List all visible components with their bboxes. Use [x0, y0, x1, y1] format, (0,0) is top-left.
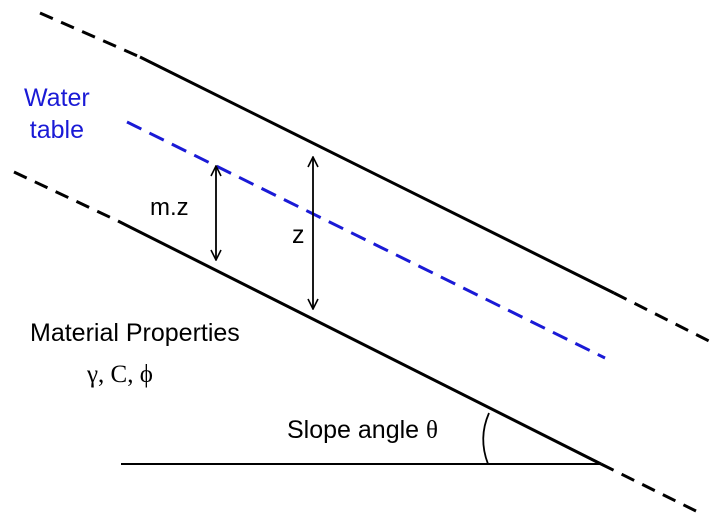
- lower-surface-dashed-right: [600, 462, 701, 515]
- lower-surface-dashed-left: [13, 170, 119, 223]
- slope-angle-text: Slope angle: [287, 416, 420, 444]
- water-table-label: Water table: [24, 82, 90, 146]
- z-label: z: [292, 221, 305, 249]
- upper-surface-dashed-left: [39, 11, 141, 59]
- upper-surface-line: [139, 55, 615, 295]
- water-table-label-line2: table: [29, 116, 84, 144]
- water-table-line: [126, 120, 606, 360]
- lower-surface-line: [117, 219, 602, 466]
- slope-angle-label: Slope angle θ: [287, 416, 438, 444]
- upper-surface-dashed-right: [613, 291, 711, 344]
- material-properties-label: Material Properties: [30, 319, 240, 347]
- slope-angle-arc: [482, 412, 490, 465]
- water-table-label-line1: Water: [24, 84, 90, 112]
- material-symbols-label: γ, C, ϕ: [87, 361, 153, 388]
- mz-label: m.z: [150, 194, 189, 221]
- slope-angle-symbol: θ: [426, 417, 438, 444]
